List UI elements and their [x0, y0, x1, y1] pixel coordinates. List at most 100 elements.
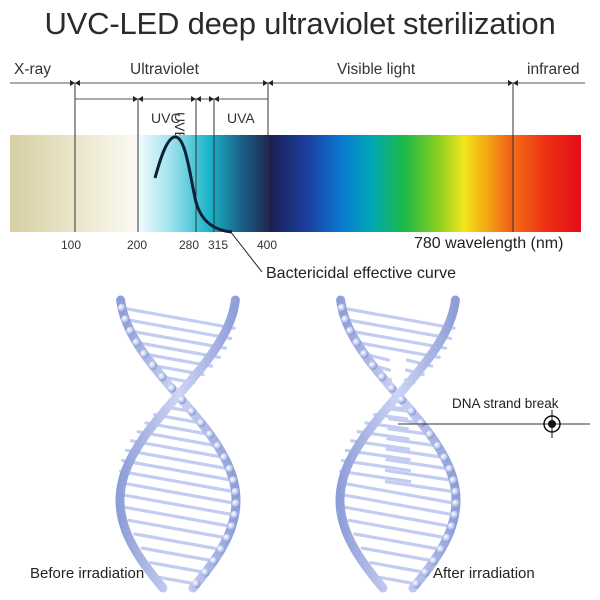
tick-315: 315: [208, 238, 229, 252]
dna-after-bead: [433, 441, 442, 451]
dna-after-rung: [339, 493, 457, 517]
dna-after-bead: [429, 556, 438, 566]
bactericidal-curve: [153, 135, 233, 234]
dna-after-bead: [412, 579, 421, 589]
dna-before-strand-b: [115, 295, 240, 593]
dna-after-bead: [442, 533, 452, 543]
infrared-band: [513, 135, 581, 232]
dna-strand-break-label: DNA strand break: [452, 396, 559, 411]
dna-after-bead: [368, 361, 378, 370]
dna-after-helix: [335, 295, 461, 593]
dna-after-bead: [377, 372, 387, 382]
dna-before-bead: [225, 464, 234, 474]
dna-after-rung: [340, 306, 456, 330]
dna-after-rung: [353, 532, 443, 552]
dna-before-bead: [117, 303, 127, 313]
dna-before-bead: [205, 430, 215, 439]
bactericidal-curve-label: Bactericidal effective curve: [266, 265, 457, 282]
dna-after-bead: [421, 568, 430, 577]
dna-after-rung: [368, 561, 428, 575]
dna-after-rung-broken: [338, 469, 412, 484]
visible-light-label: Visible light: [337, 61, 416, 78]
dna-after-bead: [352, 338, 361, 347]
target-icon: [543, 410, 561, 438]
dna-after-bead: [417, 418, 426, 428]
dna-before-bead: [201, 568, 210, 577]
dna-before-rung: [129, 439, 227, 460]
dna-before-bead: [216, 545, 226, 554]
dna-after-rung-broken: [384, 480, 458, 494]
dna-after-rung-broken: [385, 458, 452, 471]
dna-illustrations: [115, 295, 461, 593]
dna-before-bead: [192, 579, 201, 589]
dna-before-rung: [140, 546, 216, 563]
dna-after-rung-broken: [385, 447, 447, 460]
dna-before-bead: [197, 418, 206, 428]
dna-after-bead: [397, 395, 407, 405]
dna-before-bead: [167, 384, 177, 393]
after-irradiation-label: After irradiation: [433, 565, 535, 582]
dna-after-rung-broken: [387, 427, 432, 437]
dna-after-bead: [447, 522, 456, 531]
dna-before-rung: [119, 493, 237, 517]
dna-after-bead: [436, 545, 446, 554]
dna-before-bead: [148, 361, 158, 370]
dna-after-bead: [425, 430, 435, 439]
xray-band: [10, 135, 138, 232]
uvc-label: UVC: [151, 110, 181, 126]
curve-leader-line: [229, 230, 263, 273]
dna-before-bead: [177, 395, 187, 405]
dna-before-bead: [227, 522, 236, 531]
dna-before-rung: [120, 306, 236, 330]
dna-after-rung: [338, 481, 458, 506]
page-title: UVC-LED deep ultraviolet sterilization: [44, 6, 556, 41]
dna-after-bead: [440, 453, 449, 462]
dna-before-bead: [187, 407, 196, 416]
dna-before-rung: [122, 505, 234, 529]
xray-label: X-ray: [14, 61, 52, 78]
tick-100: 100: [61, 238, 82, 252]
dna-before-rung: [128, 329, 228, 350]
dna-before-rung: [127, 518, 229, 540]
dna-after-rung: [347, 518, 449, 540]
tick-200: 200: [127, 238, 148, 252]
dna-before-bead: [222, 533, 232, 543]
dna-before-bead: [229, 476, 238, 485]
dna-after-bead: [337, 303, 347, 313]
dna-after-rung-broken: [384, 468, 456, 483]
dna-after-rung: [378, 575, 418, 586]
dna-after-bead: [449, 476, 458, 485]
dna-before-helix: [115, 295, 241, 593]
dna-before-bead: [209, 556, 218, 566]
dna-before-bead: [220, 453, 229, 462]
tick-780-wavelength: 780 wavelength (nm): [414, 235, 564, 252]
dna-after-bead: [451, 487, 460, 497]
dna-before-bead: [157, 372, 167, 382]
dna-before-bead: [213, 441, 222, 451]
dna-before-bead: [126, 326, 135, 336]
dna-before-rung: [118, 469, 238, 494]
uva-label: UVA: [227, 110, 255, 126]
dna-after-bead: [450, 510, 459, 520]
dna-before-rung: [124, 448, 232, 471]
wavelength-markers: [74, 83, 514, 232]
dna-after-rung: [360, 546, 436, 563]
visible-band: [268, 135, 513, 232]
dna-after-bead: [451, 499, 461, 508]
dna-after-bead: [360, 349, 369, 359]
dna-after-rung: [348, 329, 448, 350]
dna-after-bead: [445, 464, 454, 474]
dna-before-bead: [132, 338, 141, 347]
dna-after-bead: [341, 315, 350, 324]
dna-before-bead: [230, 510, 239, 520]
infrared-label: infrared: [527, 61, 580, 78]
dna-before-rung: [120, 458, 236, 483]
dna-before-rung: [118, 481, 238, 506]
dna-after-rung: [342, 505, 454, 529]
dna-before-bead: [231, 487, 240, 497]
dna-before-rung: [133, 532, 223, 552]
ultraviolet-label: Ultraviolet: [130, 61, 199, 78]
dna-after-rung: [343, 317, 453, 341]
before-irradiation-label: Before irradiation: [30, 565, 145, 582]
